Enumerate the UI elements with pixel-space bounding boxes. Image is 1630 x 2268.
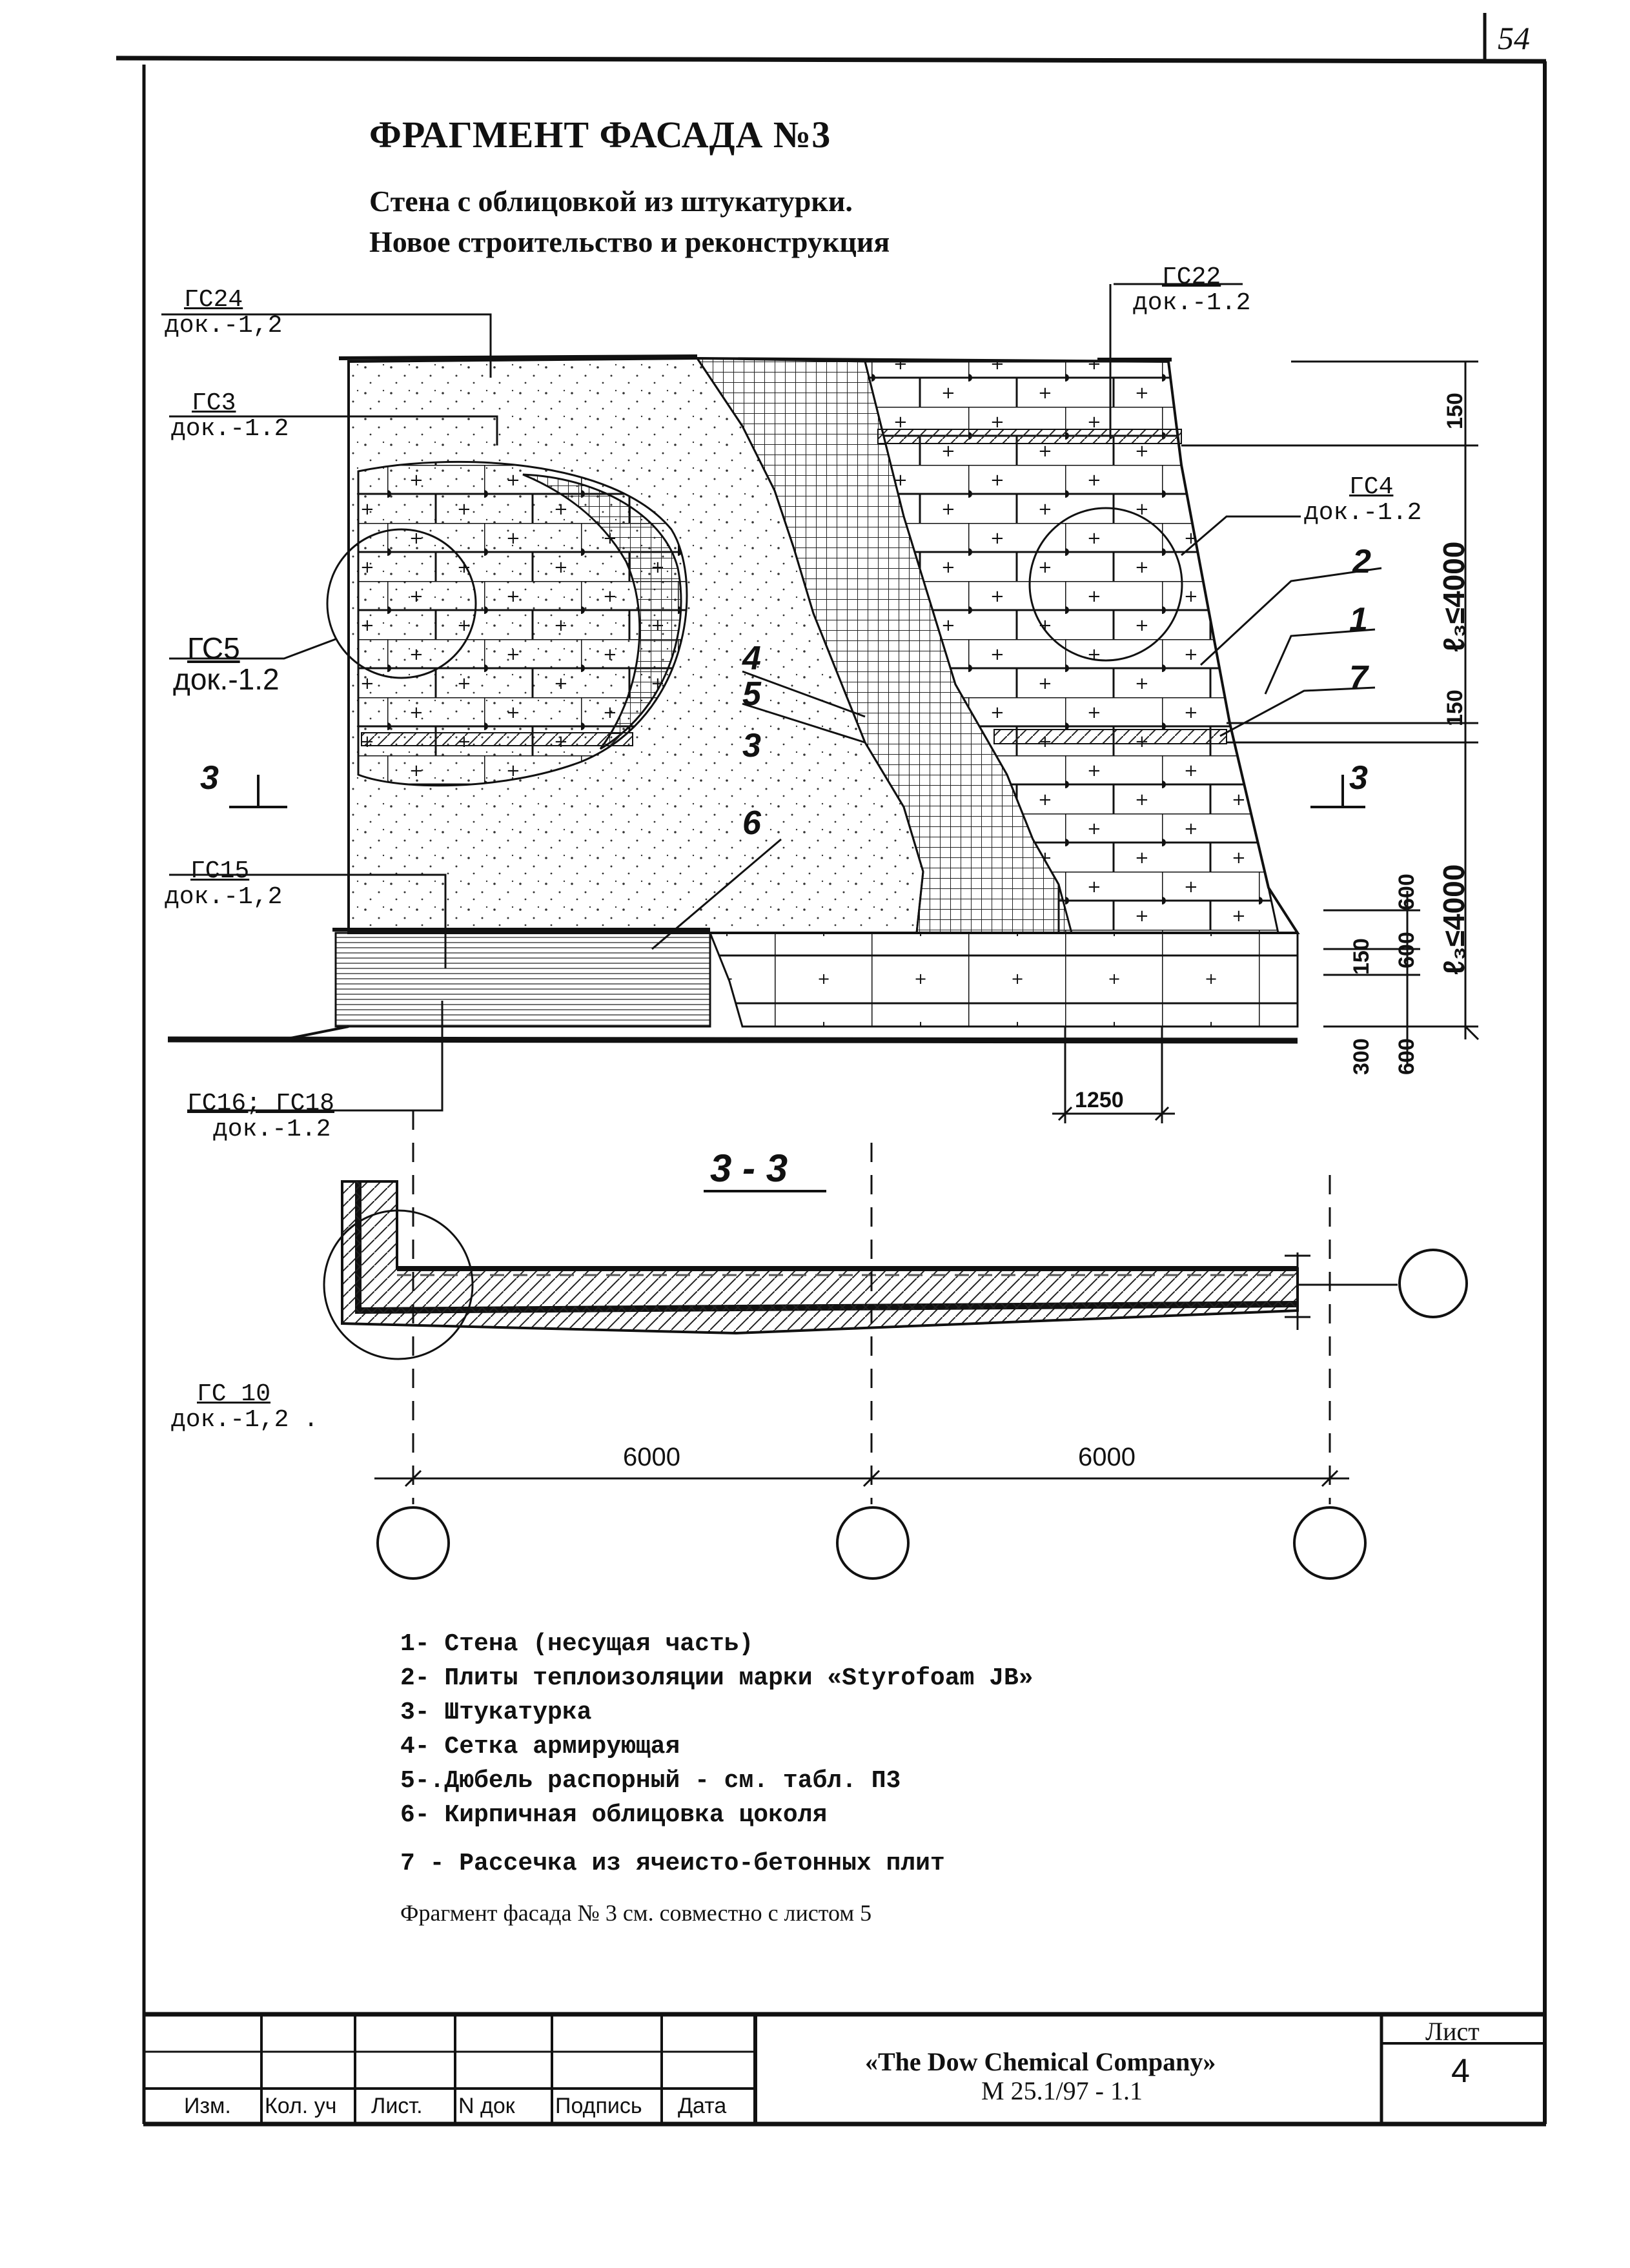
section-title: 3 - 3	[710, 1147, 788, 1190]
dim-span-1: 6000	[623, 1443, 680, 1471]
callout-leaders	[161, 283, 1382, 1112]
tb-col-podpis: Подпись	[555, 2094, 642, 2118]
callout-code: ГС 10	[197, 1380, 271, 1408]
legend-item-4: 4- Сетка армирующая	[400, 1733, 680, 1761]
axis-bubble-2	[836, 1506, 910, 1580]
callout-ref: док.-1.2	[1304, 498, 1422, 527]
item-label-5: 5	[742, 675, 761, 713]
sheet-value: 4	[1451, 2052, 1470, 2090]
facade-elevation	[167, 354, 1300, 1044]
sheet-note: Фрагмент фасада № 3 см. совместно с лист…	[400, 1900, 872, 1926]
legend-item-6: 6- Кирпичная облицовка цоколя	[400, 1801, 828, 1829]
ground-line	[167, 1036, 1298, 1044]
firebreak-band-left	[361, 732, 633, 746]
dim-600-c: 600	[1394, 1038, 1419, 1075]
company-name: «The Dow Chemical Company»	[865, 2047, 1216, 2076]
callout-gc16-gc18: ГС16; ГС18 док.-1.2	[187, 1091, 334, 1143]
dim-span-2: 6000	[1078, 1443, 1136, 1471]
tb-col-izm: Изм.	[184, 2094, 231, 2118]
dim-l3-upper: ℓ₃≤4000	[1437, 541, 1471, 652]
left-brick-reveal	[357, 460, 688, 787]
tb-col-kol-uch: Кол. уч	[265, 2094, 337, 2118]
callout-code: ГС16; ГС18	[187, 1090, 335, 1118]
dim-150-top: 150	[1443, 393, 1467, 429]
callout-code: ГС4	[1349, 473, 1394, 501]
axis-bubble-right	[1398, 1249, 1468, 1318]
tb-col-n-dok: N док	[458, 2094, 515, 2118]
legend-item-3: 3- Штукатурка	[400, 1699, 592, 1726]
callout-gc10: ГС 10 док.-1,2 .	[171, 1380, 318, 1433]
document-number: М 25.1/97 - 1.1	[981, 2076, 1143, 2105]
brick-width-dimension	[1052, 1027, 1175, 1123]
vertical-dimension-chain	[1181, 360, 1480, 1065]
detail-circle-gc4	[1028, 507, 1183, 662]
firebreak-band-upper	[877, 429, 1182, 444]
dim-150-mid: 150	[1443, 690, 1467, 726]
axis-bubble-1	[376, 1506, 450, 1580]
dim-150-low: 150	[1349, 938, 1374, 975]
legend-item-7: 7 - Рассечка из ячеисто-бетонных плит	[400, 1850, 945, 1877]
dim-600-b: 600	[1394, 932, 1419, 968]
firebreak-band-lower	[993, 729, 1227, 744]
callout-ref: док.-1.2	[171, 414, 289, 443]
section-mark-left: 3	[200, 759, 219, 797]
item-label-6: 6	[742, 804, 761, 842]
dim-600-a: 600	[1394, 873, 1419, 910]
item-label-7: 7	[1349, 659, 1368, 697]
callout-gc24: ГС24 док.-1,2	[165, 286, 282, 339]
callout-code: ГС22	[1162, 263, 1221, 291]
span-dimensions	[374, 1469, 1349, 1487]
axis-lines	[412, 1110, 1331, 1504]
sheet-frame	[116, 13, 1547, 2124]
sheet-label: Лист	[1425, 2017, 1480, 2046]
detail-circle-gc10	[323, 1209, 474, 1360]
callout-gc3: ГС3 док.-1.2	[171, 389, 289, 442]
callout-ref: док.-1.2	[173, 662, 280, 697]
sheet-corner-number: 54	[1498, 20, 1530, 56]
legend-item-2: 2- Плиты теплоизоляции марки «Styrofoam …	[400, 1664, 1034, 1692]
dim-300: 300	[1349, 1038, 1374, 1075]
callout-gc22: ГС22 док.-1.2	[1133, 263, 1250, 316]
subtitle-line-2: Новое строительство и реконструкция	[369, 225, 890, 258]
callout-code: ГС15	[190, 857, 250, 885]
dim-brick-1250: 1250	[1075, 1088, 1124, 1112]
plinth-brick-cladding	[708, 932, 1299, 1028]
item-label-1: 1	[1349, 601, 1368, 639]
callout-ref: док.-1.2	[1133, 289, 1251, 317]
tb-col-list: Лист.	[371, 2094, 423, 2118]
callout-code: ГС3	[192, 389, 236, 417]
callout-gc5: ГС5 док.-1.2	[173, 631, 280, 695]
item-label-3: 3	[742, 727, 761, 764]
section-mark-right: 3	[1349, 759, 1368, 797]
callout-gc15: ГС15 док.-1,2	[165, 857, 282, 910]
legend-item-5: 5-.Дюбель распорный - см. табл. П3	[400, 1767, 901, 1795]
axis-bubbles	[376, 1506, 1367, 1580]
drawing-title: ФРАГМЕНТ ФАСАДА №3	[369, 114, 831, 156]
subtitle-line-1: Стена с облицовкой из штукатурки.	[369, 185, 853, 218]
callout-ref: док.-1.2	[213, 1115, 331, 1143]
detail-circle-gc5	[326, 528, 477, 679]
callout-ref: док.-1,2 .	[171, 1405, 319, 1434]
callout-ref: док.-1,2	[165, 311, 283, 340]
section-3-3-plan	[323, 1180, 1468, 1360]
callout-gc4: ГС4 док.-1.2	[1304, 473, 1421, 526]
item-label-4: 4	[742, 640, 761, 677]
callout-code: ГС5	[187, 631, 240, 665]
callout-code: ГС24	[184, 286, 243, 314]
section-arrows	[229, 775, 1365, 808]
tb-col-data: Дата	[678, 2094, 727, 2118]
legend-item-1: 1- Стена (несущая часть)	[400, 1630, 754, 1658]
callout-ref: док.-1,2	[165, 883, 283, 911]
plinth-plaster	[334, 932, 711, 1028]
title-block	[143, 2012, 1546, 2127]
item-label-2: 2	[1352, 543, 1371, 580]
axis-bubble-3	[1293, 1506, 1367, 1580]
dim-l3-lower: ℓ₃≤4000	[1437, 864, 1471, 975]
